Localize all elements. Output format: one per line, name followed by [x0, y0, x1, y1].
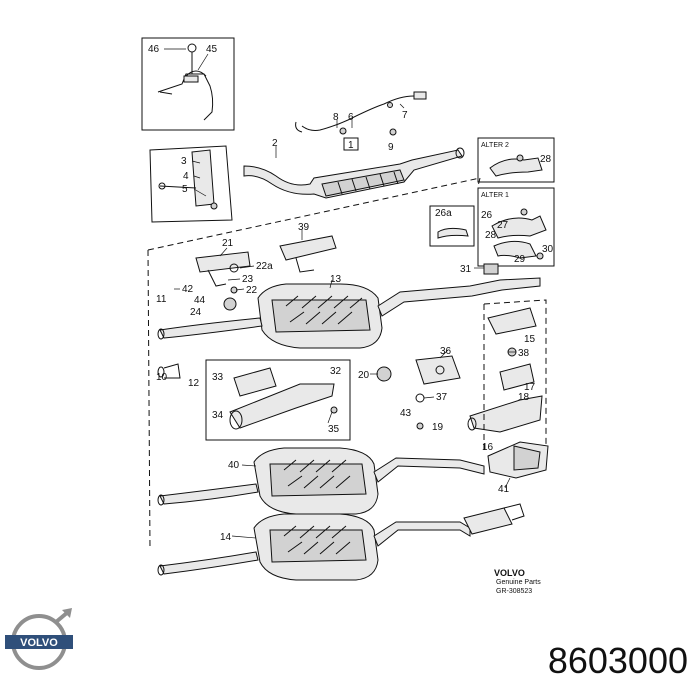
detail-box-32 — [205, 359, 351, 441]
callout-12: 12 — [188, 378, 200, 389]
svg-text:VOLVO: VOLVO — [20, 637, 58, 649]
callout-16: 16 — [482, 442, 494, 453]
detail-box-26a — [429, 205, 475, 247]
callout-22: 22 — [246, 285, 258, 296]
alter-1-box — [477, 187, 555, 267]
callout-17: 17 — [524, 382, 536, 393]
callout-13: 13 — [330, 274, 342, 285]
box-label-32: 32 — [330, 366, 342, 377]
callout-34: 34 — [212, 410, 224, 421]
callout-29: 29 — [514, 254, 526, 265]
callout-9: 9 — [388, 142, 394, 153]
leader-lines — [164, 48, 516, 539]
callout-20: 20 — [358, 370, 370, 381]
callout-6: 6 — [348, 112, 354, 123]
callout-27: 27 — [497, 220, 509, 231]
alter-2-box — [477, 137, 555, 183]
callout-46: 46 — [148, 44, 160, 55]
callout-8: 8 — [333, 112, 339, 123]
rubber-hangers-middle — [376, 355, 461, 430]
callout-5: 5 — [182, 184, 188, 195]
callout-39: 39 — [298, 222, 310, 233]
silencer-40 — [157, 441, 549, 515]
catalytic-converter — [243, 137, 465, 199]
footer-line2: GR-308523 — [496, 588, 532, 595]
callout-1: 1 — [348, 140, 354, 151]
callout-28-alter2: 28 — [540, 154, 552, 165]
callout-37: 37 — [436, 392, 448, 403]
callout-33: 33 — [212, 372, 224, 383]
part-number: 8603000 — [547, 640, 688, 681]
callout-41: 41 — [498, 484, 510, 495]
callout-19: 19 — [432, 422, 444, 433]
silencer-14 — [157, 503, 525, 581]
callout-28-alter1: 28 — [485, 230, 497, 241]
lambda-sensor-cable — [295, 91, 427, 136]
callout-38: 38 — [518, 348, 530, 359]
callout-44: 44 — [194, 295, 206, 306]
callout-22a: 22a — [256, 261, 273, 272]
callout-15: 15 — [524, 334, 536, 345]
callout-7: 7 — [402, 110, 408, 121]
callout-36: 36 — [440, 346, 452, 357]
callout-23: 23 — [242, 274, 254, 285]
alter-1-label: ALTER 1 — [481, 192, 509, 199]
footer-brand: VOLVO — [494, 568, 525, 578]
detail-box-clamp — [141, 37, 235, 131]
rear-pipes-right — [467, 263, 547, 450]
alter-2-label: ALTER 2 — [481, 142, 509, 149]
legend-footer: VOLVO Genuine Parts GR-308523 — [494, 568, 541, 595]
callout-26a: 26a — [435, 208, 452, 219]
callout-35: 35 — [328, 424, 340, 435]
center-silencer-13 — [157, 277, 541, 379]
detail-box-bracket — [149, 145, 233, 223]
volvo-logo: VOLVO — [5, 608, 73, 670]
callout-26: 26 — [481, 210, 493, 221]
callout-18: 18 — [518, 392, 530, 403]
callout-30: 30 — [542, 244, 554, 255]
callout-4: 4 — [183, 171, 189, 182]
callout-2: 2 — [272, 138, 278, 149]
callout-11: 11 — [156, 294, 167, 305]
footer-line1: Genuine Parts — [496, 579, 541, 586]
callout-24: 24 — [190, 307, 202, 318]
callout-3: 3 — [181, 156, 187, 167]
callouts: 46 45 8 6 7 9 1 2 3 4 5 ALTER 2 28 ALTER… — [148, 44, 554, 543]
callout-14: 14 — [220, 532, 232, 543]
callout-10: 10 — [156, 372, 168, 383]
callout-31: 31 — [460, 264, 472, 275]
callout-42: 42 — [182, 284, 194, 295]
callout-43: 43 — [400, 408, 412, 419]
callout-21: 21 — [222, 238, 234, 249]
hanger-brackets — [195, 235, 337, 311]
callout-40: 40 — [228, 460, 240, 471]
callout-45: 45 — [206, 44, 218, 55]
